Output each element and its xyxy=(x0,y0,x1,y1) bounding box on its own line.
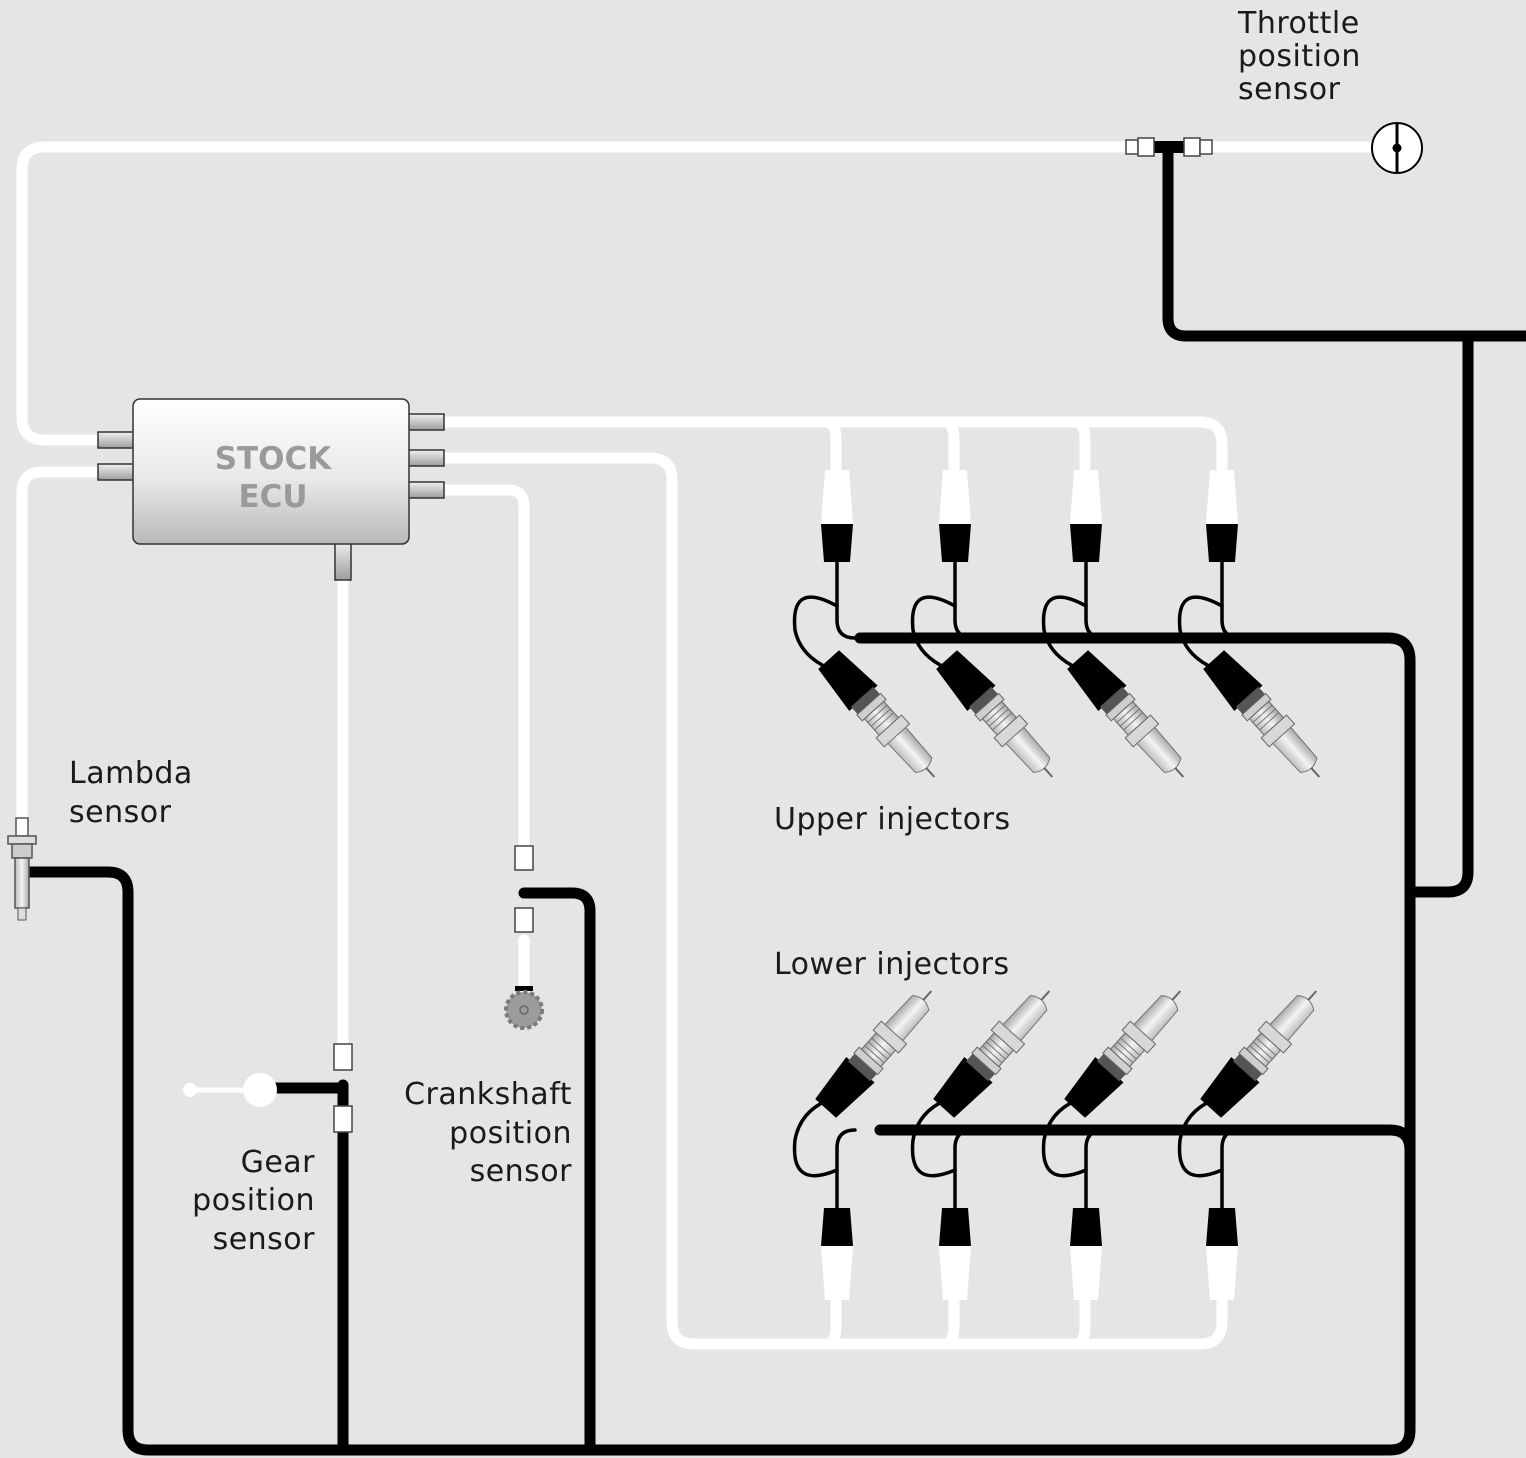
throttle-position-sensor-icon xyxy=(1371,122,1423,174)
crankshaft-label: Crankshaft position sensor xyxy=(404,1077,572,1189)
stock-ecu: STOCK ECU xyxy=(97,398,445,581)
lower-injector-2 xyxy=(910,977,1065,1300)
stock-branch-l1 xyxy=(820,1294,842,1350)
added-wire-main-loop xyxy=(16,632,1416,1456)
upper-injectors xyxy=(792,470,1335,791)
upper-injectors-label: Upper injectors xyxy=(774,802,1011,837)
lambda-label: Lambda sensor xyxy=(69,756,193,830)
throttle-label-line2: position xyxy=(1238,39,1361,74)
throttle-label-line3: sensor xyxy=(1238,72,1341,107)
crankshaft-label-line2: position xyxy=(449,1116,572,1151)
gear-label-line1: Gear xyxy=(241,1145,316,1180)
throttle-connector xyxy=(1125,137,1213,157)
upper-injector-1 xyxy=(792,470,950,791)
ecu-label-line1: STOCK xyxy=(215,441,333,477)
gear-position-sensor-icon xyxy=(183,1073,277,1107)
lambda-label-line2: sensor xyxy=(69,795,172,830)
upper-injector-3 xyxy=(1041,470,1199,791)
stock-branch-u3 xyxy=(1069,416,1091,476)
lower-injectors-label: Lower injectors xyxy=(774,947,1010,982)
added-wire-lower-bus xyxy=(874,1124,1416,1176)
lambda-label-line1: Lambda xyxy=(69,756,193,791)
lower-injector-4 xyxy=(1177,977,1332,1300)
crankshaft-label-line1: Crankshaft xyxy=(404,1077,572,1112)
stock-branch-l2 xyxy=(938,1294,960,1350)
lower-injector-1 xyxy=(792,977,947,1300)
added-wire-throttle xyxy=(1162,141,1526,342)
gear-label: Gear position sensor xyxy=(192,1145,316,1257)
throttle-label-line1: Throttle xyxy=(1237,6,1360,41)
lambda-sensor-icon xyxy=(7,817,37,921)
stock-wire-crank xyxy=(434,484,530,856)
ecu-label-line2: ECU xyxy=(238,479,307,515)
gear-label-line2: position xyxy=(192,1183,315,1218)
stock-branch-u2 xyxy=(938,416,960,476)
throttle-label: Throttle position sensor xyxy=(1237,6,1361,107)
crank-connector xyxy=(514,845,534,933)
added-wire-throttle-down xyxy=(1404,330,1474,898)
stock-wire-lambda xyxy=(16,466,106,826)
crankshaft-position-sensor-icon xyxy=(504,990,544,1030)
stock-wire-lower xyxy=(434,452,1228,1350)
crankshaft-label-line3: sensor xyxy=(470,1154,573,1189)
added-wire-crank xyxy=(518,887,596,1456)
upper-injector-4 xyxy=(1177,470,1335,791)
stock-branch-u1 xyxy=(820,416,842,476)
throttle-tap-junction xyxy=(1150,141,1186,153)
stock-wire-upper xyxy=(434,416,1228,476)
lower-injectors xyxy=(792,977,1332,1300)
gear-label-line3: sensor xyxy=(213,1222,316,1257)
stock-branch-l3 xyxy=(1069,1294,1091,1350)
stock-wire-throttle xyxy=(16,141,1141,446)
gear-connector xyxy=(333,1043,353,1133)
upper-injector-2 xyxy=(910,470,1068,791)
lower-injector-3 xyxy=(1041,977,1196,1300)
